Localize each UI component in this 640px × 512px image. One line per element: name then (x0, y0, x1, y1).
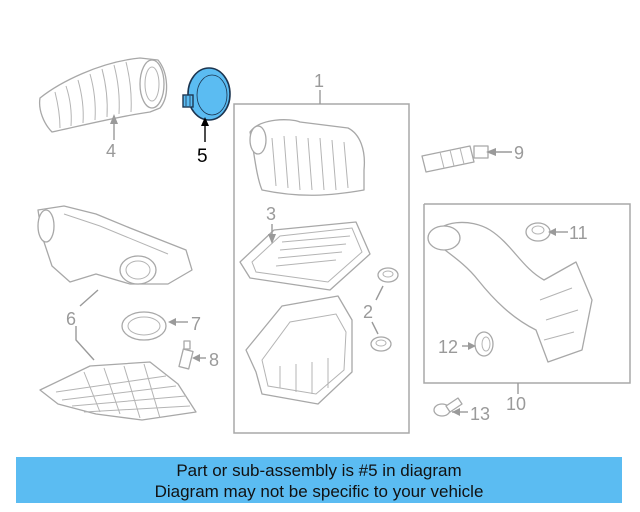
banner-line-1: Part or sub-assembly is #5 in diagram (176, 461, 462, 480)
part-12-grommet[interactable] (474, 331, 494, 357)
leader-2 (371, 285, 384, 335)
callout-5[interactable]: 5 (197, 146, 208, 167)
callout-3[interactable]: 3 (266, 204, 276, 224)
part-5-clamp[interactable] (182, 67, 231, 121)
leader-9-arrow (486, 148, 496, 156)
part-3-air-filter[interactable] (239, 221, 371, 291)
callout-12[interactable]: 12 (438, 337, 458, 357)
part-8-fitting[interactable] (178, 340, 194, 370)
callout-10[interactable]: 10 (506, 394, 526, 414)
part-11-clip[interactable] (525, 222, 551, 242)
part-7-seal-ring[interactable] (121, 311, 167, 341)
callout-7[interactable]: 7 (191, 314, 201, 334)
part-10-group-box (423, 203, 631, 384)
air-cleaner-lower-case[interactable] (245, 295, 353, 405)
callout-9[interactable]: 9 (514, 143, 524, 163)
part-1-group-box (233, 103, 410, 434)
leader-5-arrow (201, 117, 209, 126)
part-2-grommet-lower[interactable] (370, 336, 392, 352)
callout-8[interactable]: 8 (209, 350, 219, 370)
leader-6 (75, 289, 99, 361)
air-cleaner-cover[interactable] (249, 119, 366, 196)
callout-1[interactable]: 1 (314, 71, 324, 91)
callout-2[interactable]: 2 (363, 302, 373, 322)
callout-4[interactable]: 4 (106, 141, 116, 161)
callout-11[interactable]: 11 (569, 223, 588, 243)
leader-7-arrow (168, 318, 176, 326)
callout-13[interactable]: 13 (470, 404, 490, 424)
leader-3-arrow (268, 234, 276, 244)
leader-11-arrow (548, 228, 556, 236)
leader-13-arrow (452, 408, 460, 416)
part-6-mesh-guard[interactable] (39, 361, 197, 421)
callout-6[interactable]: 6 (66, 309, 76, 329)
part-2-grommet-upper[interactable] (377, 267, 399, 283)
leader-12-arrow (468, 342, 476, 350)
intake-duct[interactable] (37, 205, 193, 285)
part-13-bolt[interactable] (433, 397, 463, 417)
resonator-duct[interactable] (427, 221, 593, 363)
info-banner: Part or sub-assembly is #5 in diagram Di… (16, 457, 622, 503)
part-4-intake-hose[interactable] (38, 57, 168, 133)
parts-diagram: 4 5 1 3 2 (37, 57, 631, 434)
banner-line-2: Diagram may not be specific to your vehi… (154, 482, 484, 501)
part-9-sensor[interactable] (421, 145, 489, 173)
leader-8-arrow (192, 354, 200, 362)
leader-4-arrow (110, 114, 118, 124)
